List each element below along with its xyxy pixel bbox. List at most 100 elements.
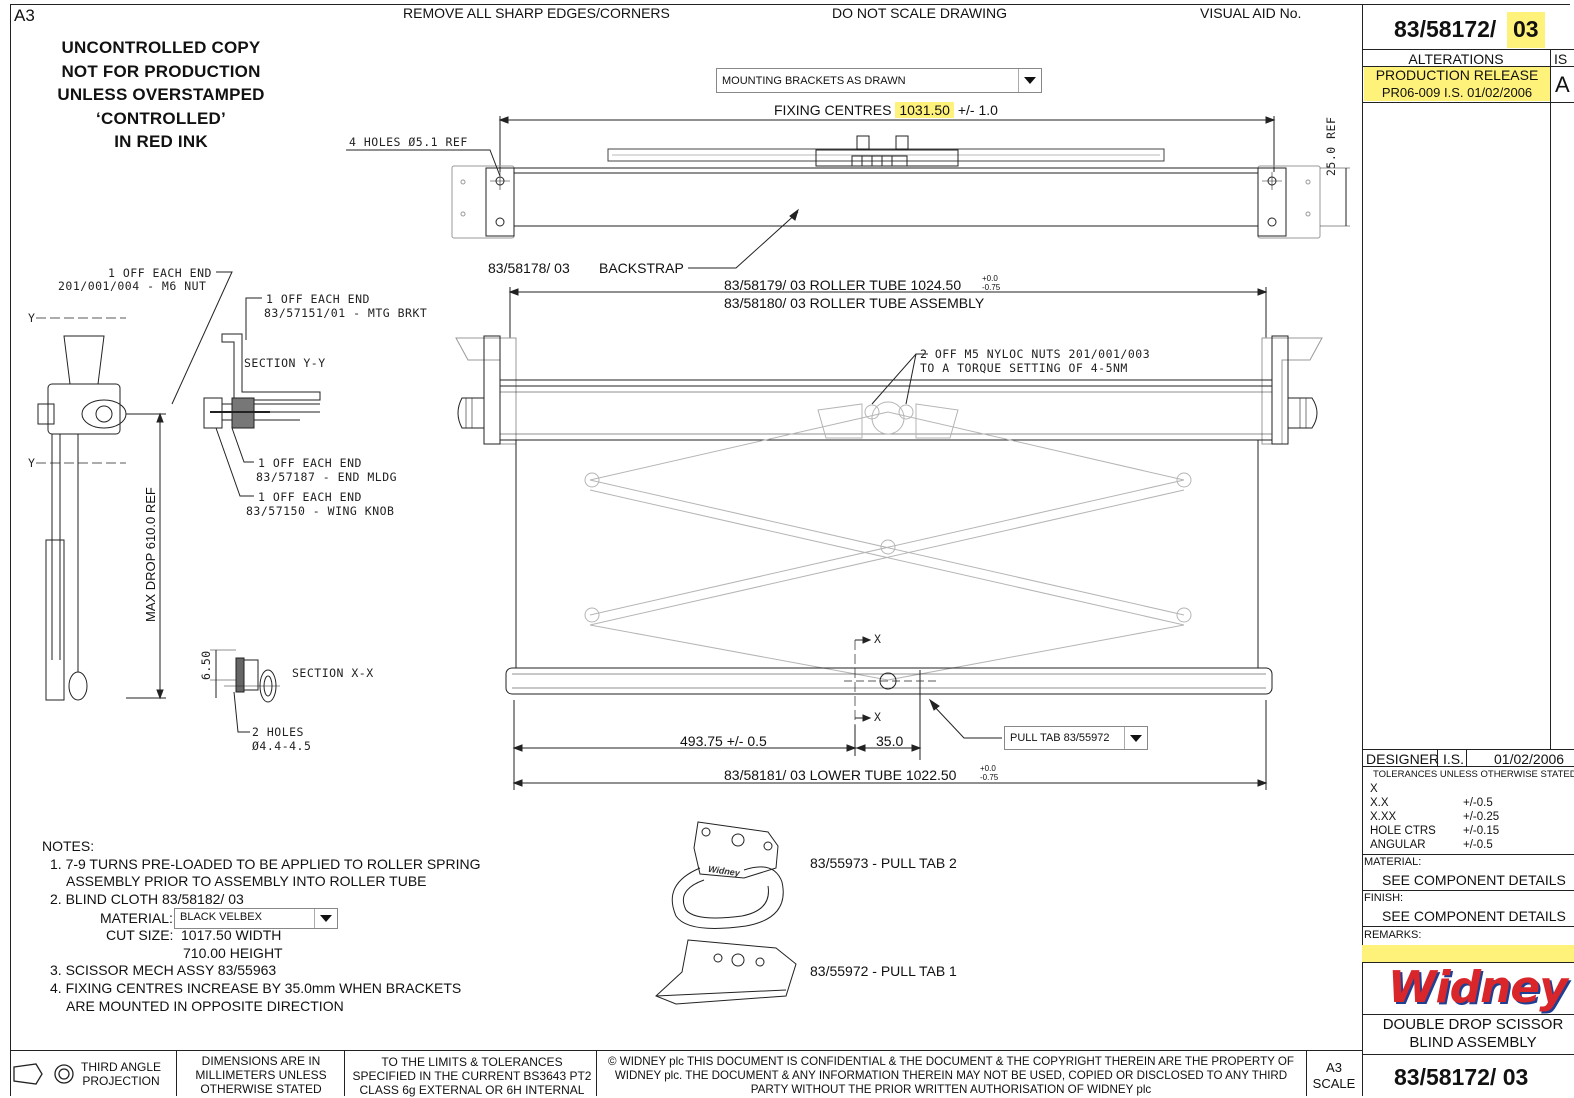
- fixing-tolerance: +/- 1.0: [957, 102, 998, 118]
- tb-rule: [1362, 962, 1574, 963]
- release-title: PRODUCTION RELEASE: [1375, 67, 1539, 83]
- pull-tab-2-label: 83/55973 - PULL TAB 2: [810, 855, 957, 871]
- mounting-select-value: MOUNTING BRACKETS AS DRAWN: [722, 74, 906, 87]
- notes-block: NOTES: 1. 7-9 TURNS PRE-LOADED TO BE APP…: [42, 838, 481, 1015]
- designer-initials: I.S.: [1443, 751, 1465, 767]
- projection-label: THIRD ANGLE PROJECTION: [80, 1060, 161, 1088]
- note-1b: ASSEMBLY PRIOR TO ASSEMBLY INTO ROLLER T…: [66, 873, 427, 890]
- warning-line: UNLESS OVERSTAMPED: [57, 85, 265, 104]
- title-block-divider: [1362, 4, 1363, 1096]
- section-x-mark-bottom: X: [874, 710, 882, 724]
- tol-key: X: [1370, 783, 1378, 795]
- note-1a: 1. 7-9 TURNS PRE-LOADED TO BE APPLIED TO…: [50, 855, 481, 872]
- strip-divider: [344, 1050, 345, 1096]
- tol-upper: +0.0: [982, 274, 998, 283]
- roller-tube-tolerance: +0.0 -0.75: [982, 274, 1000, 292]
- tb-rule: [1362, 1054, 1574, 1055]
- finish-label: FINISH:: [1364, 892, 1404, 904]
- material-select[interactable]: BLACK VELBEX: [174, 907, 338, 929]
- drawing-title-2: BLIND ASSEMBLY: [1409, 1034, 1537, 1051]
- top-view: [346, 116, 1350, 269]
- tb-rule: [1362, 1014, 1574, 1015]
- tolerance-table: X X.X+/-0.5 X.XX+/-0.25 HOLE CTRS+/-0.15…: [1370, 782, 1499, 852]
- note-material-row: MATERIAL: BLACK VELBEX: [42, 907, 481, 929]
- y-mark-bottom: Y: [28, 456, 36, 470]
- tb-rule: [1466, 749, 1467, 766]
- chevron-down-icon: [1124, 727, 1147, 749]
- designer-date: 01/02/2006: [1494, 751, 1565, 767]
- bracket-note-1: 1 OFF EACH END: [266, 292, 370, 306]
- moulding-note-1: 1 OFF EACH END: [258, 456, 362, 470]
- warning-line: ‘CONTROLLED’: [96, 108, 226, 128]
- drawing-number-top: 83/58172/ 03: [1362, 12, 1574, 50]
- tolerance-row: X: [1370, 782, 1499, 796]
- frame-left: [10, 4, 11, 1096]
- roller-tube-label: 83/58179/ 03 ROLLER TUBE 1024.50: [724, 277, 962, 293]
- uncontrolled-warning: UNCONTROLLED COPY NOT FOR PRODUCTION UNL…: [36, 36, 286, 154]
- tol-key: HOLE CTRS: [1370, 825, 1436, 837]
- lower-tube-tolerance: +0.0 -0.75: [980, 764, 998, 782]
- tol-lower: -0.75: [980, 773, 999, 782]
- tol-key: X.XX: [1370, 811, 1397, 823]
- moulding-note-2: 83/57187 - END MLDG: [256, 470, 398, 484]
- knob-note-2: 83/57150 - WING KNOB: [246, 504, 395, 518]
- title-block: 83/58172/ 03 ALTERATIONS IS PRODUCTION R…: [1362, 4, 1574, 1098]
- tolerance-row: X.X+/-0.5: [1370, 796, 1499, 810]
- pull-tab-select[interactable]: PULL TAB 83/55972: [1004, 726, 1148, 750]
- drawing-number: 83/58172/: [1394, 16, 1497, 42]
- release-ref: PR06-009 I.S. 01/02/2006: [1381, 85, 1533, 100]
- widney-logo: Widney: [1388, 962, 1568, 1013]
- tb-rule: [1362, 766, 1574, 767]
- mounting-brackets-select[interactable]: MOUNTING BRACKETS AS DRAWN: [716, 68, 1042, 93]
- tb-issue-column: [1550, 49, 1551, 749]
- tb-rule: [1362, 749, 1574, 750]
- drawing-number-bottom: 83/58172/ 03: [1394, 1064, 1529, 1090]
- tolerances-heading: TOLERANCES UNLESS OTHERWISE STATED: [1373, 769, 1574, 780]
- holes-note-1: 2 HOLES: [252, 725, 304, 739]
- tol-key: ANGULAR: [1370, 839, 1426, 851]
- note-material-label: MATERIAL:: [100, 909, 173, 926]
- pull-tab-1-label: 83/55972 - PULL TAB 1: [810, 963, 957, 979]
- side-view: [36, 271, 321, 733]
- third-angle-projection-icon: [13, 1063, 74, 1085]
- note-3: 3. SCISSOR MECH ASSY 83/55963: [50, 962, 277, 979]
- backstrap-label: BACKSTRAP: [599, 260, 684, 276]
- issue-column-heading: IS: [1554, 51, 1568, 67]
- knob-note-1: 1 OFF EACH END: [258, 490, 362, 504]
- bottom-strip-top: [10, 1050, 1362, 1051]
- pull-tab-1-drawing: [655, 939, 797, 1005]
- note-4b: ARE MOUNTED IN OPPOSITE DIRECTION: [66, 997, 344, 1014]
- scale-label: SCALE: [1312, 1076, 1356, 1091]
- tol-upper: +0.0: [980, 764, 996, 773]
- holes-ref-label: 4 HOLES Ø5.1 REF: [349, 135, 468, 149]
- remarks-label: REMARKS:: [1364, 929, 1422, 941]
- note-4a: 4. FIXING CENTRES INCREASE BY 35.0mm WHE…: [50, 979, 462, 996]
- fixing-centres-label: FIXING CENTRES 1031.50 +/- 1.0: [774, 102, 998, 118]
- strip-divider: [176, 1050, 177, 1096]
- strip-divider: [596, 1050, 597, 1096]
- pull-tab-select-value: PULL TAB 83/55972: [1010, 732, 1110, 744]
- fixing-value: 1031.50: [895, 102, 954, 118]
- chevron-down-icon: [1018, 69, 1041, 92]
- tolerance-row: HOLE CTRS +/-0.15: [1370, 824, 1499, 838]
- backstrap-part-no: 83/58178/ 03: [488, 260, 570, 276]
- note-2: 2. BLIND CLOTH 83/58182/ 03: [50, 891, 244, 908]
- edges-note: REMOVE ALL SHARP EDGES/CORNERS: [403, 5, 670, 21]
- tb-rule: [1362, 890, 1574, 891]
- dimensions-note: DIMENSIONS ARE IN MILLIMETERS UNLESS OTH…: [195, 1054, 327, 1096]
- tol-value: +/-0.5: [1463, 839, 1493, 851]
- section-xx-label: SECTION X-X: [292, 666, 374, 680]
- note-cut-row: CUT SIZE: 1017.50 WIDTH: [42, 927, 481, 945]
- remarks-field: [1362, 945, 1574, 962]
- tb-rule: [1362, 854, 1574, 855]
- front-view: [455, 287, 1323, 790]
- finish-value: SEE COMPONENT DETAILS: [1382, 908, 1566, 924]
- tb-rule: [1362, 926, 1574, 927]
- dim-650: 6.50: [199, 650, 213, 680]
- production-release-entry: PRODUCTION RELEASE PR06-009 I.S. 01/02/2…: [1364, 67, 1550, 101]
- strip-divider: [1306, 1050, 1307, 1096]
- tol-value: +/-0.15: [1463, 825, 1500, 837]
- scale-block: A3 SCALE: [1306, 1060, 1362, 1092]
- note-cut-label: CUT SIZE:: [106, 926, 174, 943]
- alterations-heading: ALTERATIONS: [1408, 51, 1504, 67]
